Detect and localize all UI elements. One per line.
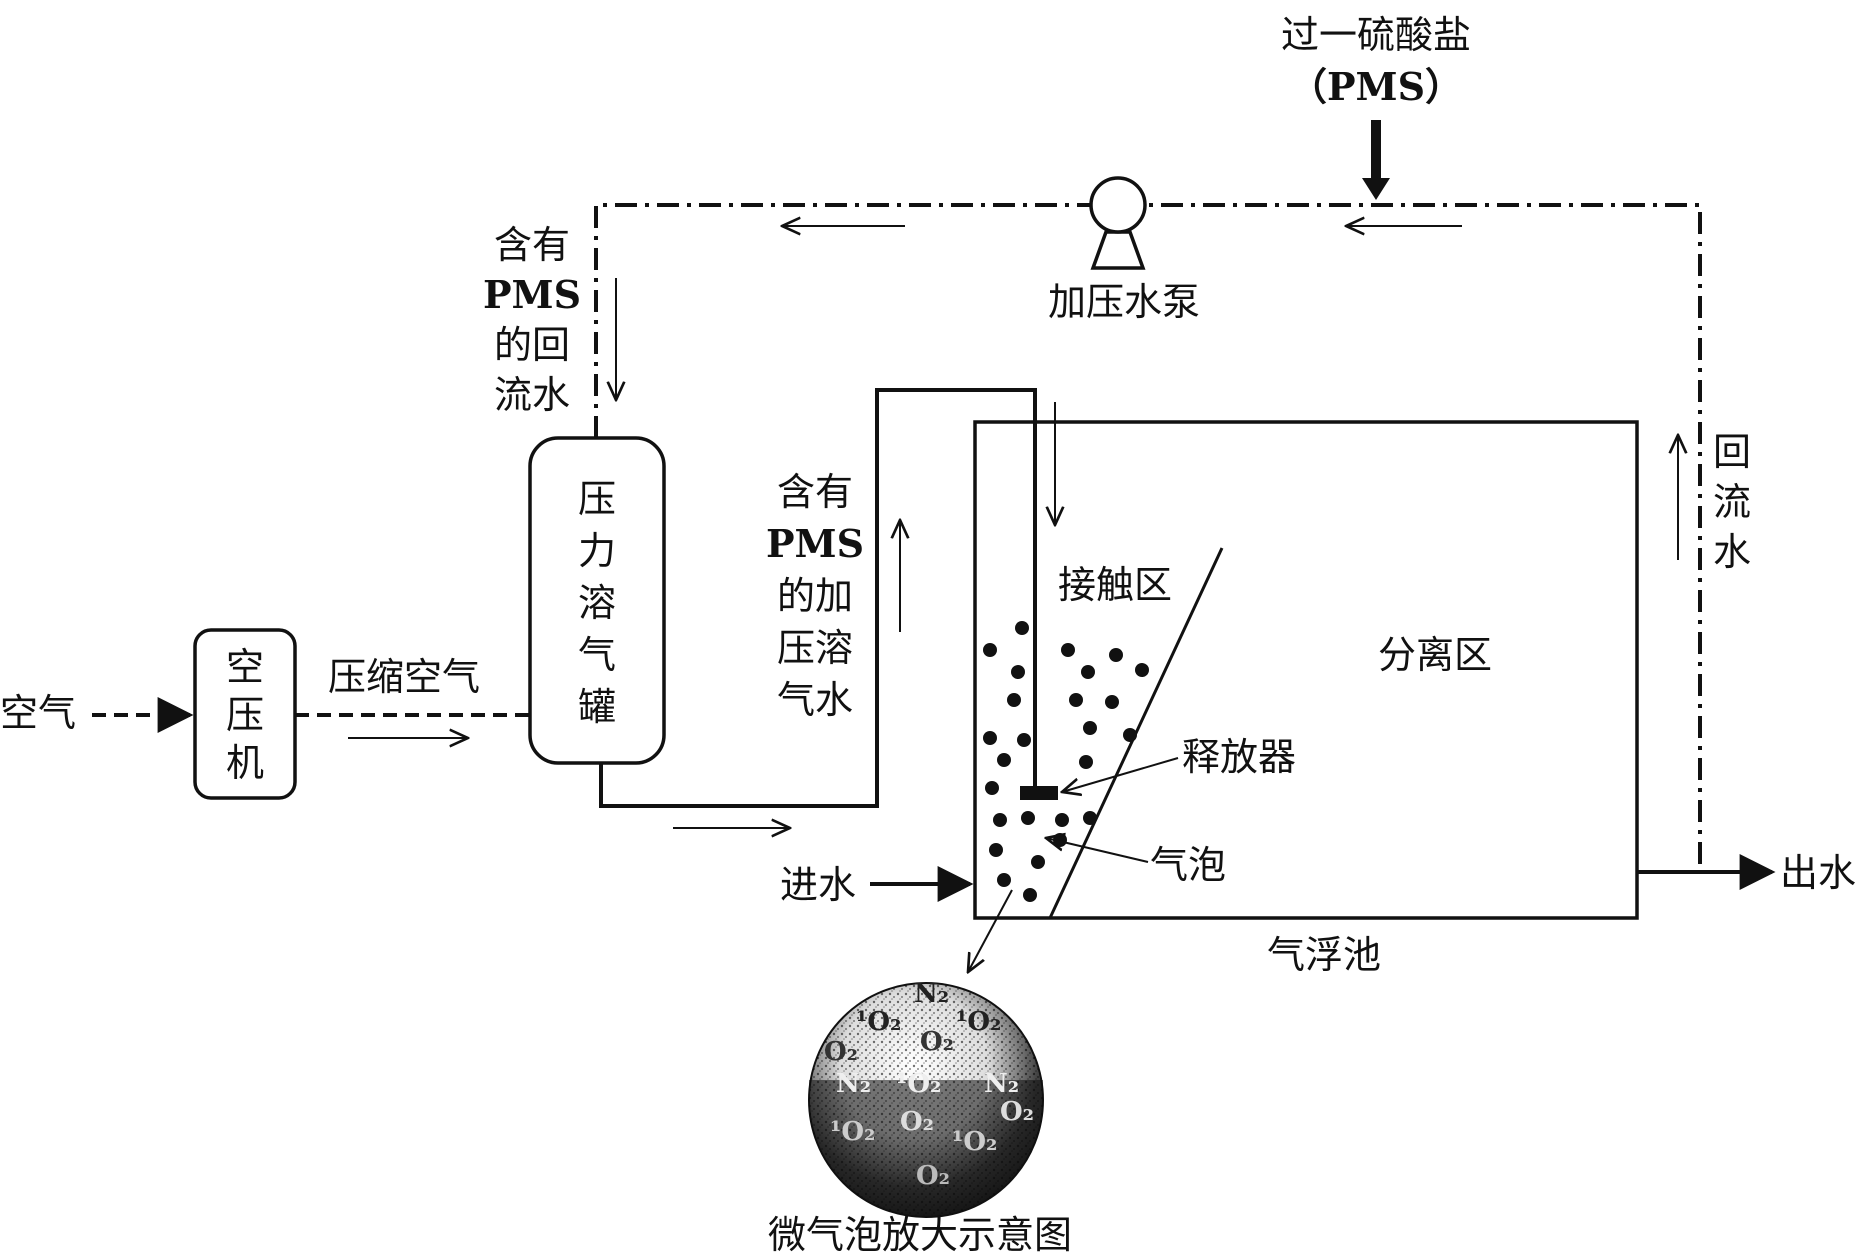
tank-char-5: 罐 [578,685,616,729]
pressurized-water-line-1: 含有 [777,470,853,514]
pms-dosing-arrowhead [1362,178,1390,200]
molecule-11: ¹O₂ [830,1117,875,1147]
molecule-2: N₂ [914,979,949,1009]
molecule-12: ¹O₂ [952,1127,997,1157]
flotation-tank [973,420,1639,920]
pressurized-water-pipe [599,388,1037,808]
magnified-molecules: ¹O₂ N₂ ¹O₂ O₂ O₂ ¹O₂ N₂ N₂ O₂ O₂ ¹O₂ ¹O₂… [824,979,1034,1191]
pressurized-water-line-4: 压溶 [777,626,853,670]
tank-char-2: 力 [578,529,616,573]
pressurized-water-line-5: 气水 [777,678,853,722]
separation-zone-label: 分离区 [1378,633,1492,677]
releaser-pointer [1062,757,1179,792]
bubble-label: 气泡 [1150,843,1226,887]
micro-bubbles [983,621,1149,902]
molecule-9: O₂ [900,1107,934,1137]
magnify-pointer [968,889,1013,972]
compressor-char-1: 空 [226,645,264,689]
outlet-label: 出水 [1780,851,1856,895]
molecule-4: O₂ [824,1037,858,1067]
molecule-10: O₂ [1000,1097,1034,1127]
pms-title: 过一硫酸盐 [1281,13,1471,57]
compressed-air-label: 压缩空气 [328,655,480,699]
pressurized-water-line-3: 的加 [777,574,853,618]
recycle-right-char-1: 回 [1713,430,1751,474]
recycle-loop-line [594,203,1702,872]
magnified-bubble [808,982,1044,1218]
molecule-3: ¹O₂ [956,1007,1001,1037]
recycle-right-char-2: 流 [1713,480,1751,524]
air-label: 空气 [0,691,76,735]
recycle-top-line-4: 流水 [494,373,570,417]
tank-char-3: 溶 [578,581,616,625]
compressor-char-3: 机 [226,741,264,785]
inlet-label: 进水 [780,863,856,907]
molecule-8: N₂ [984,1069,1019,1099]
tank-char-4: 气 [578,633,616,677]
molecule-7: N₂ [836,1069,871,1099]
pms-abbr: （PMS） [1289,64,1463,109]
recycle-top-line-1: 含有 [494,223,570,267]
molecule-1: ¹O₂ [856,1007,901,1037]
magnified-caption: 微气泡放大示意图 [768,1213,1072,1257]
releaser-label: 释放器 [1182,735,1296,779]
releaser [1020,786,1058,800]
pump-label: 加压水泵 [1048,280,1200,324]
recycle-top-line-3: 的回 [494,323,570,367]
molecule-6: ¹O₂ [896,1069,941,1099]
molecule-13: O₂ [916,1161,950,1191]
contact-zone-label: 接触区 [1058,563,1172,607]
pressurized-water-line-2: PMS [766,521,864,566]
flotation-tank-label: 气浮池 [1267,933,1381,977]
pressurized-pump [1089,176,1147,270]
bubble-pointer [1046,838,1149,863]
molecule-5: O₂ [920,1027,954,1057]
recycle-top-line-2: PMS [483,272,581,317]
tank-char-1: 压 [578,477,616,521]
compressor-char-2: 压 [226,693,264,737]
recycle-right-char-3: 水 [1713,530,1751,574]
